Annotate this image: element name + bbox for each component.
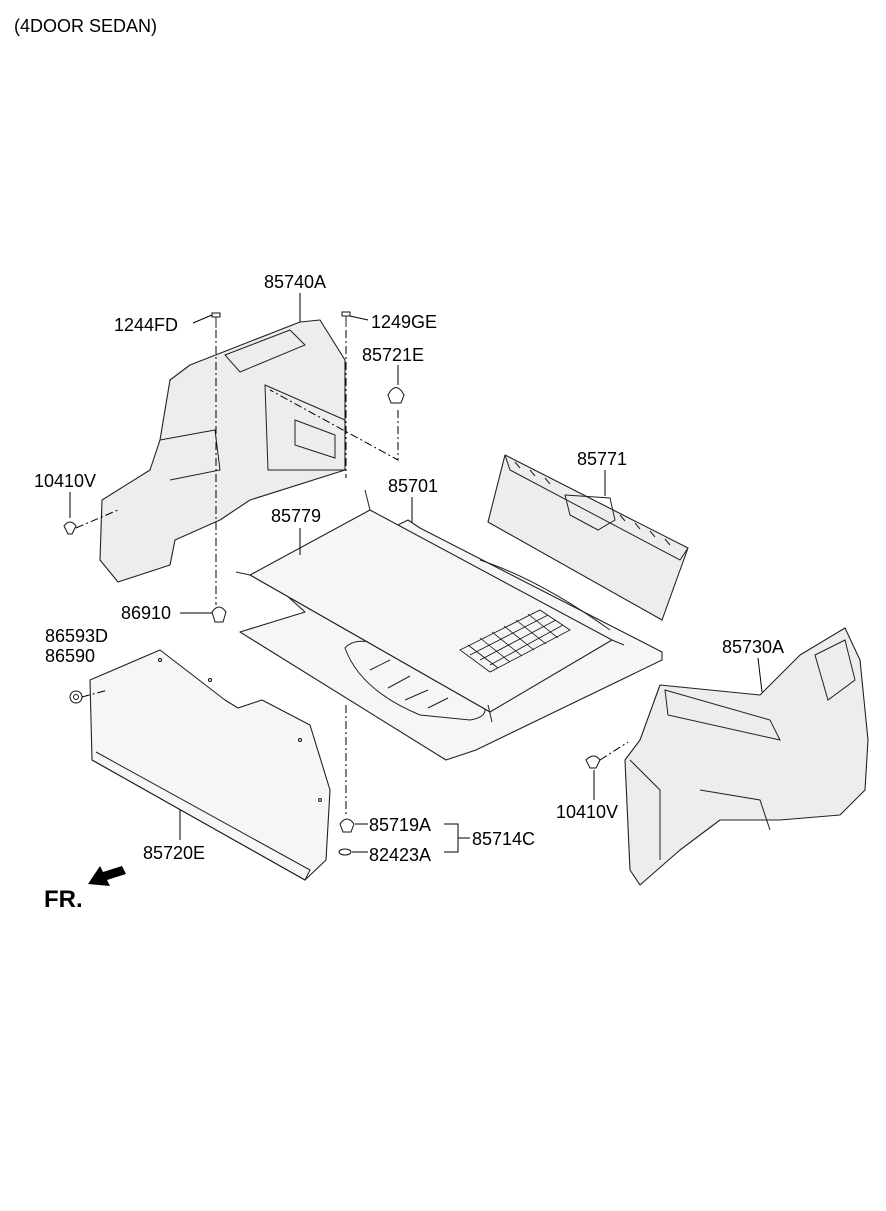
clip-85721E-icon [387,387,405,404]
label-10410V-left: 10410V [34,471,96,491]
rear-transverse-trim [487,454,689,621]
label-82423A: 82423A [369,845,431,865]
label-1249GE: 1249GE [371,312,437,332]
front-direction-indicator: FR. [44,866,126,913]
label-85720E: 85720E [143,843,205,863]
clip-10410V-right-icon [585,755,601,769]
label-86910: 86910 [121,603,171,623]
fastener-86590-icon [69,690,83,704]
nut-82423A-icon [338,848,352,856]
clip-86910-icon [211,606,227,623]
cargo-net [235,489,625,723]
label-85779: 85779 [271,506,321,526]
front-arrow-icon [88,866,126,886]
clip-85719A-icon [339,818,355,833]
variant-header: (4DOOR SEDAN) [14,16,157,36]
alignment-lines [75,330,629,815]
label-85701: 85701 [388,476,438,496]
label-86590: 86590 [45,646,95,666]
label-10410V-right: 10410V [556,802,618,822]
label-86593D: 86593D [45,626,108,646]
leader-lines [69,293,763,853]
front-trunk-trim-board [89,649,331,881]
right-side-trunk-trim [624,627,869,886]
left-side-trunk-trim [99,319,346,583]
clip-10410V-left-icon [63,521,77,535]
label-85714C: 85714C [472,829,535,849]
label-85721E: 85721E [362,345,424,365]
front-direction-label: FR. [44,886,83,913]
label-85740A: 85740A [264,272,326,292]
label-85719A: 85719A [369,815,431,835]
screw-1249GE-icon [341,311,351,327]
label-1244FD: 1244FD [114,315,178,335]
label-85730A: 85730A [722,637,784,657]
label-85771: 85771 [577,449,627,469]
screw-1244FD-icon [211,312,221,328]
